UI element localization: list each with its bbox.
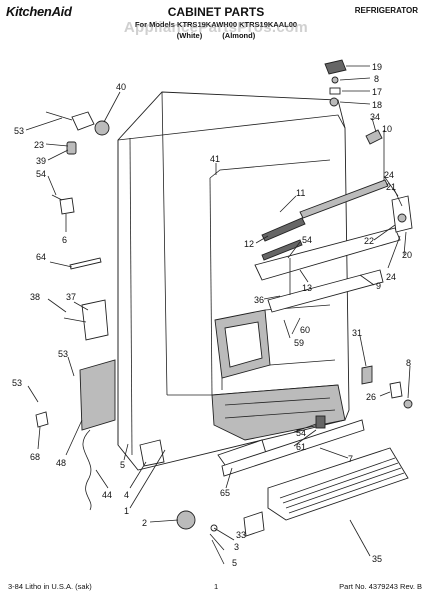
callout-12: 12 bbox=[244, 239, 254, 249]
part-4-roller bbox=[139, 439, 165, 467]
callout-53: 53 bbox=[12, 378, 22, 388]
part-64-rod bbox=[69, 257, 102, 270]
callout-20: 20 bbox=[402, 250, 412, 260]
callout-26: 26 bbox=[366, 392, 376, 402]
part-18-bushing bbox=[329, 97, 339, 107]
callout-54: 54 bbox=[302, 235, 312, 245]
model-numbers: For Models KTRS19KAWH00 KTRS19KAAL00 bbox=[134, 20, 298, 29]
callout-65: 65 bbox=[220, 488, 230, 498]
callout-39: 39 bbox=[36, 156, 46, 166]
footer-page-number: 1 bbox=[214, 582, 219, 591]
callout-19: 19 bbox=[372, 62, 382, 72]
callout-4: 4 bbox=[124, 490, 129, 500]
callout-24: 24 bbox=[384, 170, 394, 180]
part-44-cord bbox=[82, 429, 92, 511]
callout-61: 61 bbox=[296, 442, 306, 452]
callout-44: 44 bbox=[102, 490, 112, 500]
callout-5: 5 bbox=[232, 558, 237, 568]
callout-54: 54 bbox=[296, 428, 306, 438]
part-37-bracket bbox=[81, 299, 109, 341]
cabinet-shell bbox=[117, 91, 401, 471]
callout-35: 35 bbox=[372, 554, 382, 564]
callout-7: 7 bbox=[348, 454, 353, 464]
callout-1: 1 bbox=[124, 506, 129, 516]
left-parts bbox=[35, 111, 218, 532]
part-68-clip bbox=[35, 411, 49, 428]
callout-11: 11 bbox=[296, 188, 305, 198]
watermark: AppliancePartsPros.com bbox=[123, 19, 309, 36]
leader-lines bbox=[25, 65, 411, 565]
part-2-roller bbox=[176, 510, 196, 530]
part-35-grille-end bbox=[243, 511, 265, 537]
callout-33: 33 bbox=[236, 530, 246, 540]
callout-3: 3 bbox=[234, 542, 239, 552]
right-parts bbox=[217, 59, 413, 537]
callout-5: 5 bbox=[120, 460, 125, 470]
part-34-plug bbox=[365, 129, 383, 145]
callout-8: 8 bbox=[374, 74, 379, 84]
callout-48: 48 bbox=[56, 458, 66, 468]
callout-36: 36 bbox=[254, 295, 264, 305]
part-control-box bbox=[79, 359, 116, 431]
callout-34: 34 bbox=[370, 112, 380, 122]
part-19-hinge-cap bbox=[324, 59, 347, 75]
brand-logo: KitchenAid bbox=[6, 4, 72, 19]
part-40-grommet bbox=[94, 120, 110, 136]
callout-59: 59 bbox=[294, 338, 304, 348]
callout-64: 64 bbox=[36, 252, 46, 262]
callout-10: 10 bbox=[382, 124, 392, 134]
part-26-roller bbox=[389, 381, 403, 399]
callout-8: 8 bbox=[406, 358, 411, 368]
part-31-bracket bbox=[361, 365, 373, 385]
callout-38: 38 bbox=[30, 292, 40, 302]
callout-24: 24 bbox=[386, 272, 396, 282]
callout-17: 17 bbox=[372, 87, 382, 97]
callout-13: 13 bbox=[302, 283, 312, 293]
callout-68: 68 bbox=[30, 452, 40, 462]
footer-litho: 3-84 Litho in U.S.A. (sak) bbox=[8, 582, 92, 591]
part-23-bracket bbox=[71, 111, 95, 131]
category-label: REFRIGERATOR bbox=[354, 6, 418, 15]
part-6-hinge bbox=[59, 197, 75, 215]
callout-31: 31 bbox=[352, 328, 362, 338]
callout-numbers: 40 53 23 39 54 6 64 38 37 53 53 68 48 44… bbox=[12, 62, 412, 568]
callout-41: 41 bbox=[210, 154, 220, 164]
part-17-pin bbox=[329, 87, 341, 95]
callout-60: 60 bbox=[300, 325, 310, 335]
callout-9: 9 bbox=[376, 281, 381, 291]
page-title: CABINET PARTS bbox=[167, 5, 265, 19]
callout-37: 37 bbox=[66, 292, 76, 302]
callout-2: 2 bbox=[142, 518, 147, 528]
part-39-cap bbox=[66, 141, 77, 155]
callout-6: 6 bbox=[62, 235, 67, 245]
callout-54: 54 bbox=[36, 169, 46, 179]
callout-18: 18 bbox=[372, 100, 382, 110]
part-7-strip bbox=[221, 419, 365, 477]
callout-53: 53 bbox=[58, 349, 68, 359]
callout-53: 53 bbox=[14, 126, 24, 136]
part-61-clip bbox=[315, 415, 326, 429]
footer-part-number: Part No. 4379243 Rev. B bbox=[339, 582, 422, 591]
color-variants: (White) (Almond) bbox=[176, 31, 256, 40]
callout-40: 40 bbox=[116, 82, 126, 92]
part-8-screw bbox=[331, 76, 339, 84]
callout-21: 21 bbox=[386, 182, 396, 192]
callout-22: 22 bbox=[364, 236, 374, 246]
callout-23: 23 bbox=[34, 140, 44, 150]
